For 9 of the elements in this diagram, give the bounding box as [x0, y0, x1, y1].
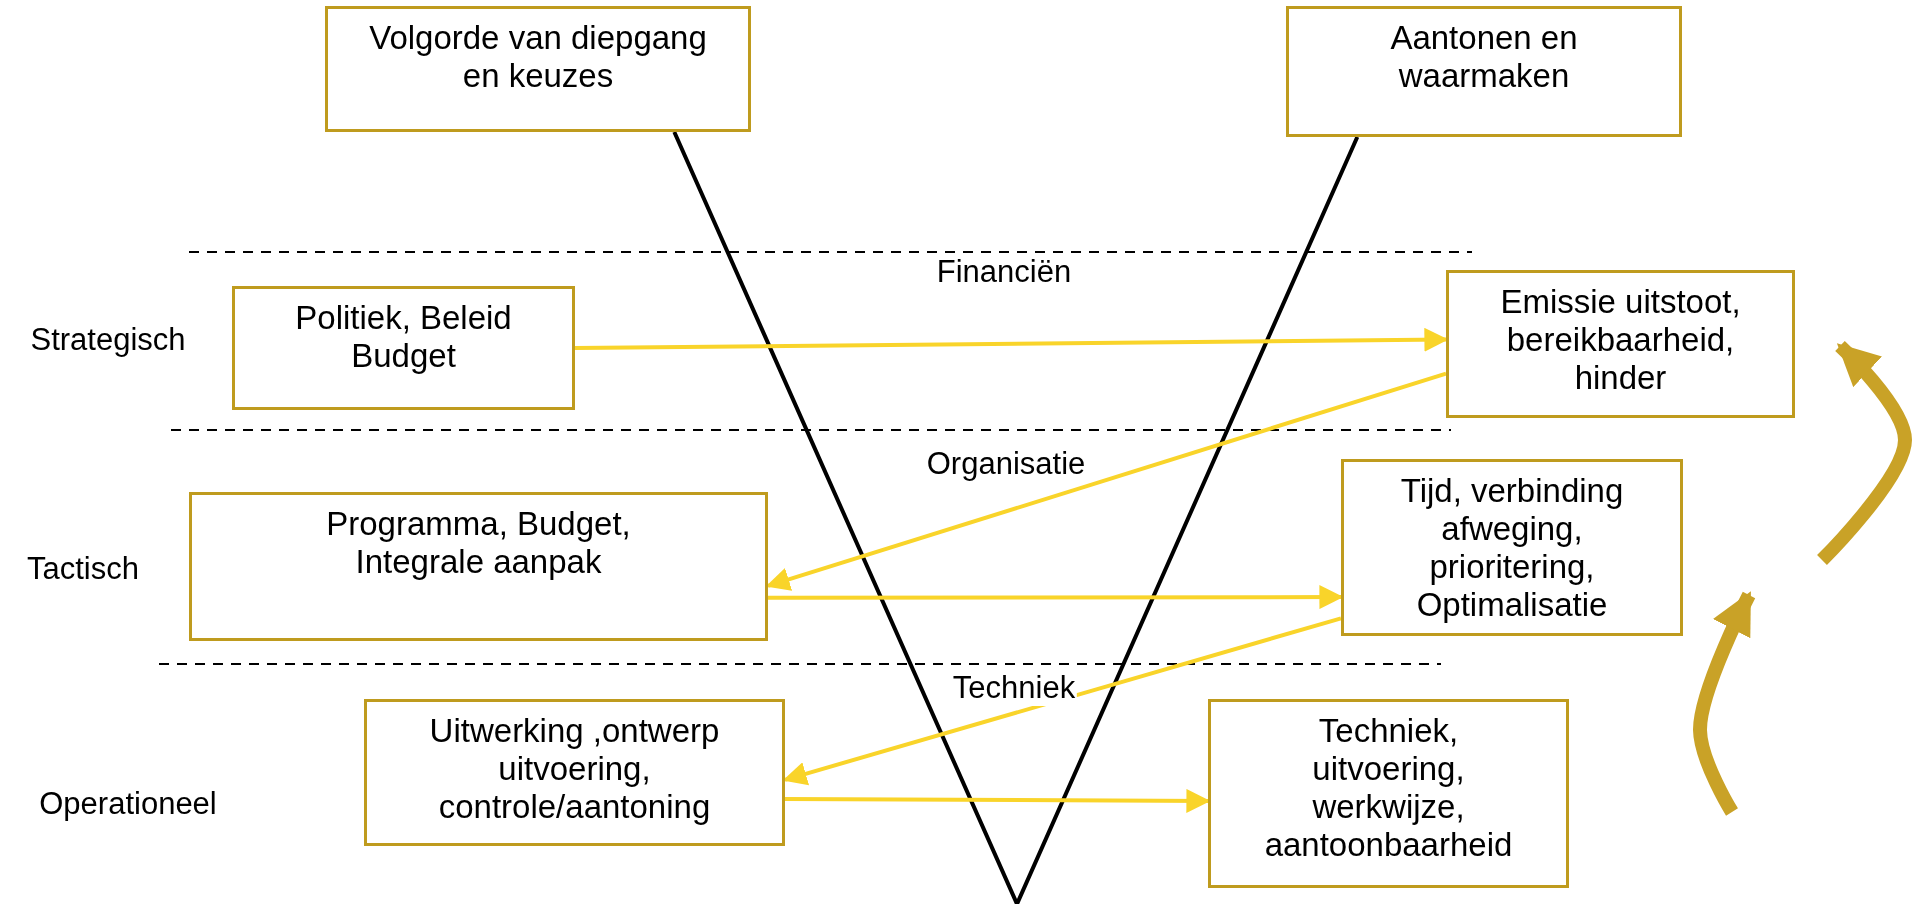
text-box: Politiek, Beleid Budget [232, 286, 575, 410]
text-box: Volgorde van diepgang en keuzes [325, 6, 751, 132]
connector-line [672, 131, 1360, 904]
text-box: Programma, Budget, Integrale aanpak [189, 492, 768, 641]
text-box: Techniek, uitvoering, werkwijze, aantoonbaarheid [1208, 699, 1569, 888]
text-box: Aantonen en waarmaken [1286, 6, 1682, 137]
text-box: Uitwerking ,ontwerp uitvoering, controle/aantoning [364, 699, 785, 846]
text-box: Tijd, verbinding afweging, prioritering, Optimalisatie [1341, 459, 1683, 636]
text-box: Emissie uitstoot, bereikbaarheid, hinder [1446, 270, 1795, 418]
